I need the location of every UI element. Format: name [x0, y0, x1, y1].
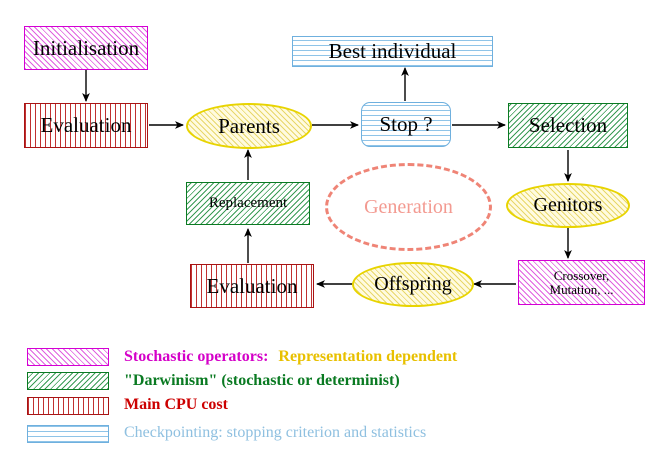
node-initialisation-label: Initialisation	[32, 35, 140, 60]
legend-swatch-checkpointing	[27, 425, 109, 443]
node-offspring[interactable]: Offspring	[352, 262, 474, 307]
legend-label-stochastic-operators-primary: Stochastic operators:	[124, 348, 269, 365]
node-parents-label: Parents	[218, 113, 280, 138]
node-initialisation[interactable]: Initialisation	[24, 26, 148, 70]
node-best-individual-label: Best individual	[328, 39, 457, 64]
node-offspring-label: Offspring	[374, 273, 452, 295]
node-stop[interactable]: Stop ?	[361, 102, 451, 147]
node-selection-label: Selection	[528, 113, 608, 138]
node-crossover-mutation[interactable]: Crossover, Mutation, ...	[518, 260, 645, 305]
node-crossover-line2: Mutation, ...	[549, 281, 614, 297]
legend-label-stochastic-operators-secondary: Representation dependent	[278, 348, 458, 365]
node-evaluation-top-label: Evaluation	[40, 113, 132, 138]
legend-swatch-stochastic-operators	[27, 348, 109, 366]
node-replacement[interactable]: Replacement	[186, 182, 310, 225]
legend-swatch-darwinism	[27, 372, 109, 390]
legend-label-main-cpu-cost-text: Main CPU cost	[124, 396, 228, 413]
node-generation: Generation	[325, 163, 492, 251]
legend-label-checkpointing: Checkpointing: stopping criterion and st…	[124, 424, 426, 442]
legend-label-darwinism-text: "Darwinism" (stochastic or determinist)	[124, 372, 400, 389]
node-generation-label: Generation	[364, 195, 453, 218]
node-genitors-label: Genitors	[533, 194, 603, 216]
node-crossover-line1: Crossover,	[553, 267, 610, 283]
node-evaluation-bottom[interactable]: Evaluation	[190, 264, 314, 308]
legend-swatch-main-cpu-cost	[27, 397, 109, 415]
node-replacement-label: Replacement	[208, 194, 288, 211]
node-stop-label: Stop ?	[379, 112, 433, 137]
legend-label-darwinism: "Darwinism" (stochastic or determinist)	[124, 372, 400, 390]
legend-label-stochastic-operators: Stochastic operators: Representation depe…	[124, 348, 457, 366]
legend-label-main-cpu-cost: Main CPU cost	[124, 396, 228, 414]
node-best-individual[interactable]: Best individual	[292, 36, 493, 67]
legend-label-checkpointing-text: Checkpointing: stopping criterion and st…	[124, 424, 427, 441]
node-selection[interactable]: Selection	[508, 103, 628, 148]
node-evaluation-bottom-label: Evaluation	[206, 273, 298, 298]
node-evaluation-top[interactable]: Evaluation	[24, 103, 148, 148]
node-genitors[interactable]: Genitors	[506, 183, 630, 228]
node-parents[interactable]: Parents	[186, 103, 312, 149]
